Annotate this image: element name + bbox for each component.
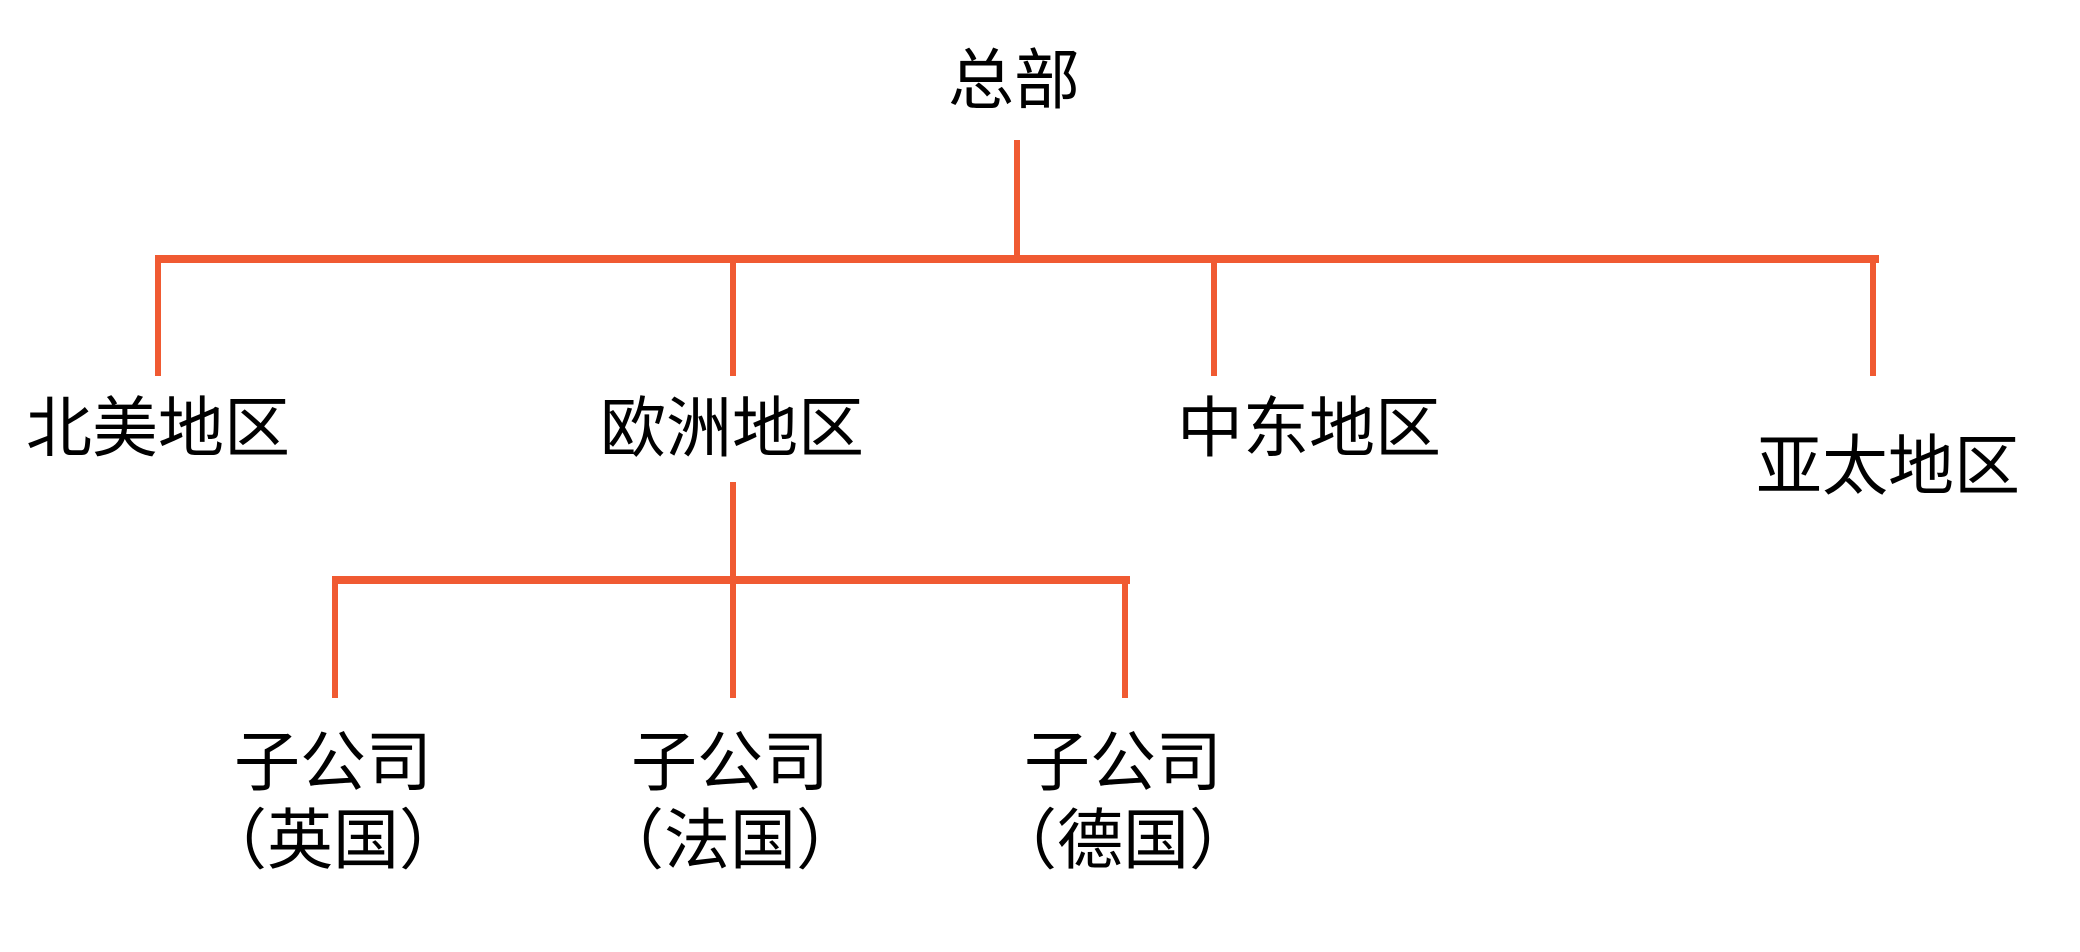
connector-europe-stem-bottom — [730, 482, 736, 698]
node-region-asia-pacific-label: 亚太地区 — [1756, 428, 2020, 505]
node-region-middle-east: 中东地区 — [1177, 390, 1441, 468]
connector-root-stem — [1014, 140, 1020, 258]
connector-asia-pacific-stem — [1870, 255, 1876, 376]
node-region-north-america-label: 北美地区 — [26, 390, 290, 467]
node-headquarters: 总部 — [948, 42, 1080, 120]
node-subsidiary-uk-country: （英国） — [201, 802, 465, 879]
node-headquarters-label: 总部 — [948, 42, 1080, 119]
node-subsidiary-germany: 子公司 （德国） — [991, 724, 1255, 880]
node-region-asia-pacific: 亚太地区 — [1756, 428, 2020, 506]
node-subsidiary-uk-name: 子公司 — [234, 724, 432, 801]
connector-north-america-stem — [155, 255, 161, 376]
node-subsidiary-france-name: 子公司 — [631, 724, 829, 801]
connector-middle-east-stem — [1211, 255, 1217, 376]
connector-europe-stem-top — [730, 255, 736, 376]
node-subsidiary-uk: 子公司 （英国） — [201, 724, 465, 880]
connector-level1-horizontal — [155, 255, 1879, 263]
node-region-north-america: 北美地区 — [26, 390, 290, 468]
connector-germany-stem — [1122, 576, 1128, 698]
node-region-europe-label: 欧洲地区 — [600, 390, 864, 467]
connector-level2-horizontal — [332, 576, 1130, 584]
node-subsidiary-france-country: （法国） — [598, 802, 862, 879]
node-region-middle-east-label: 中东地区 — [1177, 390, 1441, 467]
node-subsidiary-france: 子公司 （法国） — [598, 724, 862, 880]
connector-uk-stem — [332, 576, 338, 698]
node-subsidiary-germany-country: （德国） — [991, 802, 1255, 879]
node-subsidiary-germany-name: 子公司 — [1024, 724, 1222, 801]
node-region-europe: 欧洲地区 — [600, 390, 864, 468]
